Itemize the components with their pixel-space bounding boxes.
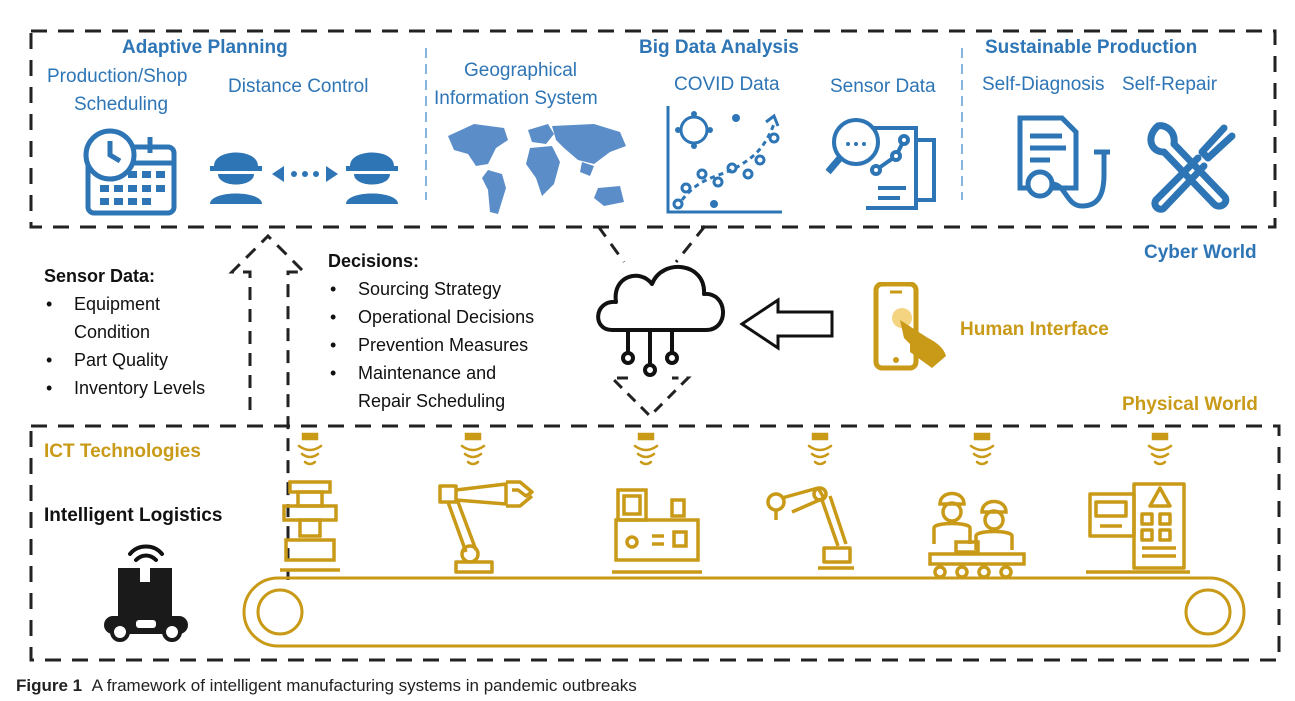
cyber-world-label: Cyber World [1144,242,1257,263]
smartphone-touch-icon [873,282,946,371]
decision-item-prevention: Prevention Measures [328,331,598,359]
sensor-item-part-quality: Part Quality [44,346,244,374]
conveyor-belt [242,576,1246,648]
figure-caption-text: A framework of intelligent manufacturing… [91,676,637,695]
decision-item-maintenance: Maintenance and [328,359,598,387]
gis-label-line1: Geographical [464,60,578,81]
wifi-sensor-icon [633,432,659,466]
figure-caption: Figure 1 A framework of intelligent manu… [16,676,637,696]
welding-robot-icon [766,486,854,570]
press-machine-icon [280,480,340,572]
decisions-block: Decisions: Sourcing Strategy Operational… [328,248,598,415]
cnc-machine-icon [612,488,702,574]
adaptive-planning-title: Adaptive Planning [122,37,288,58]
cloud-icon [596,264,725,377]
covid-data-label: COVID Data [674,74,780,95]
wifi-sensor-icon [460,432,486,466]
sensor-item-inventory: Inventory Levels [44,374,244,402]
sensor-item-equipment: Equipment [44,290,244,318]
logistics-robot-icon [104,544,188,642]
distance-control-label: Distance Control [228,76,369,97]
sensor-data-label: Sensor Data [830,76,936,97]
production-scheduling-label-line1: Production/Shop [47,66,188,87]
wifi-sensor-icon [969,432,995,466]
cloud-output-arrow [608,376,692,419]
covid-chart-icon [666,106,782,214]
physical-world-label: Physical World [1122,394,1258,415]
self-repair-label: Self-Repair [1122,74,1218,95]
decision-item-sourcing: Sourcing Strategy [328,275,598,303]
production-scheduling-label-line2: Scheduling [74,94,169,115]
world-map-icon [448,124,626,214]
calendar-clock-icon [83,128,177,216]
sensor-upward-arrow [228,233,308,580]
self-repair-icon [1147,122,1236,213]
ict-technologies-label: ICT Technologies [44,441,201,462]
physical-world-frame [29,424,1281,662]
sensor-data-title: Sensor Data: [44,266,156,286]
human-to-cloud-arrow [739,297,834,351]
workers-assembly-icon [928,491,1026,579]
decision-item-repair: Repair Scheduling [358,391,506,411]
distance-workers-icon [210,152,398,204]
figure-label: Figure 1 [16,676,83,695]
sensor-item-condition: Condition [74,322,151,342]
intelligent-logistics-label: Intelligent Logistics [44,505,223,526]
robotic-arm-gripper-icon [438,480,534,574]
big-data-title: Big Data Analysis [639,37,799,58]
human-interface-label: Human Interface [960,319,1109,340]
decision-item-operational: Operational Decisions [328,303,598,331]
decisions-title: Decisions: [328,251,420,271]
wifi-sensor-icon [807,432,833,466]
sensor-data-block: Sensor Data: Equipment Condition Part Qu… [44,262,244,402]
self-diagnosis-icon [1017,115,1110,209]
self-diagnosis-label: Self-Diagnosis [982,74,1105,95]
gis-label-line2: Information System [434,88,598,109]
sensor-data-icon [826,118,936,210]
wifi-sensor-icon [297,432,323,466]
sensor-signals-row [297,432,1173,466]
wifi-sensor-icon [1147,432,1173,466]
cloud-input-funnel [596,225,707,263]
sustainable-production-title: Sustainable Production [985,37,1198,58]
control-panel-machine-icon [1086,482,1190,574]
cyber-world-frame [29,29,1277,229]
